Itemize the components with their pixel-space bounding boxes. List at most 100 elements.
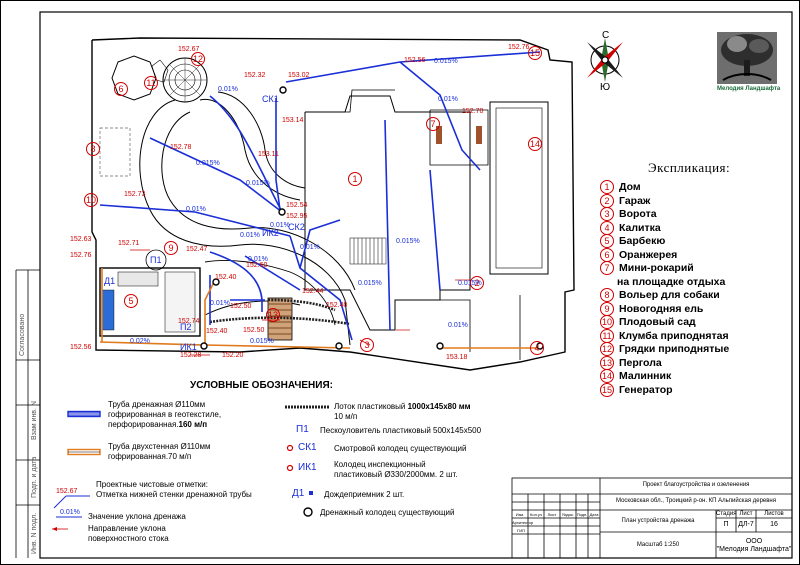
legend-sand-code: П1 <box>296 424 309 435</box>
legend-well-label: Дренажный колодец существующий <box>320 508 455 517</box>
tb-address: Московская обл., Троицкий р-он. КП Альпи… <box>616 498 776 504</box>
legend-ck1-label: Смотровой колодец существующий <box>334 444 467 453</box>
code-ik2: ИК2 <box>262 228 279 238</box>
explication-number: 12 <box>600 342 614 356</box>
stamp-replace-inv: Взам инв. N <box>31 401 38 440</box>
explication-label: Дом <box>619 181 641 193</box>
marker-10: 10 <box>84 193 98 207</box>
explication-number: 6 <box>600 247 614 262</box>
elevation-label: 152.71 <box>118 240 140 247</box>
elevation-label: 152.44 <box>302 288 324 295</box>
slope-label: 0.01% <box>448 322 468 329</box>
property-boundary <box>91 37 575 371</box>
explication-number: 4 <box>600 220 614 235</box>
tb-project: Проект благоустройства и озеленения <box>642 482 750 488</box>
tb-col-heading: Кол.уч <box>530 512 542 517</box>
legend-ck1-code: СК1 <box>298 442 317 453</box>
elevation-label: 152.50 <box>243 327 265 334</box>
elevation-label: 152.60 <box>246 262 268 269</box>
marker-7: 7 <box>426 117 440 131</box>
legend-sand-label: Пескоуловитель пластиковый 500х145х500 <box>320 426 482 435</box>
slope-label: 0.01% <box>218 86 238 93</box>
tb-sheet-name: План устройства дренажа <box>621 518 695 524</box>
legend-d1-code: Д1 <box>292 488 305 499</box>
explication-number: 1 <box>600 180 614 194</box>
slope-label: 0.01% <box>270 222 290 229</box>
legend-marks: Проектные чистовые отметки:Отметка нижне… <box>96 480 252 499</box>
wells <box>200 86 544 350</box>
explication-label: Барбекю <box>619 235 666 247</box>
slope-label: 0.015% <box>358 280 382 287</box>
explication-number: 2 <box>600 193 614 208</box>
explication-number: 9 <box>600 301 614 316</box>
marker-8: 8 <box>86 142 100 156</box>
marker-14: 14 <box>528 137 542 151</box>
elevation-label: 152.56 <box>70 344 92 351</box>
tb-col-heading: Дата <box>589 512 599 517</box>
explication-label: Оранжерея <box>619 248 678 261</box>
slope-label: 0.015% <box>396 238 420 245</box>
elevation-label: 152.74 <box>178 318 200 325</box>
explication-label: Вольер для собаки <box>619 289 720 301</box>
explication-item: 12 Грядки приподнятые <box>600 342 729 356</box>
explication-label: Клумба приподнятая <box>619 329 729 342</box>
explication-label: Генератор <box>619 383 673 396</box>
code-ck2: СК2 <box>288 222 305 232</box>
marker-5: 5 <box>124 294 138 308</box>
elevation-label: 152.47 <box>186 246 208 253</box>
slope-label: 0.015% <box>250 338 274 345</box>
legend-d1-label: Дождеприемник 2 шт. <box>324 490 405 499</box>
explication-number: 11 <box>600 328 614 343</box>
explication-number: 10 <box>600 315 614 329</box>
slope-label: 0.015% <box>458 280 482 287</box>
explication-label: Ворота <box>619 208 657 220</box>
tb-lists-h: Листов <box>764 511 784 517</box>
stamp-agreed: Согласовано <box>19 313 26 356</box>
marker-15: 15 <box>528 46 542 60</box>
tb-company-1: ООО <box>745 538 763 545</box>
tb-role2: ГИП <box>517 528 525 533</box>
legend-slope-label: Значение уклона дренажа <box>88 512 186 521</box>
explication-number: 14 <box>600 369 614 383</box>
title-block-grid <box>511 477 793 559</box>
slope-label: 0.02% <box>130 338 150 345</box>
logo-text: Мелодия Ландшафта <box>717 86 781 92</box>
code-ik1: ИК1 <box>180 342 197 352</box>
tb-list: ДЛ-7 <box>738 521 754 528</box>
tb-role1: Архитектор <box>512 520 534 525</box>
explication-number: 8 <box>600 288 614 302</box>
dog-enclosure <box>99 127 131 177</box>
slope-label: 0.01% <box>248 256 268 263</box>
elevation-label: 153.18 <box>446 354 468 361</box>
marker-6: 6 <box>114 82 128 96</box>
legend-mark-sample: 152.67 <box>56 488 78 495</box>
explication-item: 8 Вольер для собаки <box>600 288 720 302</box>
marker-11: 11 <box>144 76 158 90</box>
explication-item-cont: на площадке отдыха <box>617 275 725 289</box>
slope-label: 0.01% <box>210 300 230 307</box>
elevation-label: 153.11 <box>258 151 279 158</box>
tb-stage-h: Стадия <box>716 511 737 517</box>
tb-col-heading: Изм. <box>515 512 525 517</box>
marker-1: 1 <box>348 172 362 186</box>
explication-label: Мини-рокарий <box>619 262 694 274</box>
explication-number: 13 <box>600 355 614 370</box>
elevation-label: 153.02 <box>288 72 310 79</box>
elevation-label: 152.95 <box>286 213 308 220</box>
slope-label: 0.015% <box>196 160 220 167</box>
greenhouse-shape <box>111 55 157 101</box>
drawing-frame <box>39 11 793 559</box>
tb-col-heading: Подп. <box>576 512 588 517</box>
explication-label: Грядки приподнятые <box>619 343 730 355</box>
explication-number: 7 <box>600 261 614 275</box>
